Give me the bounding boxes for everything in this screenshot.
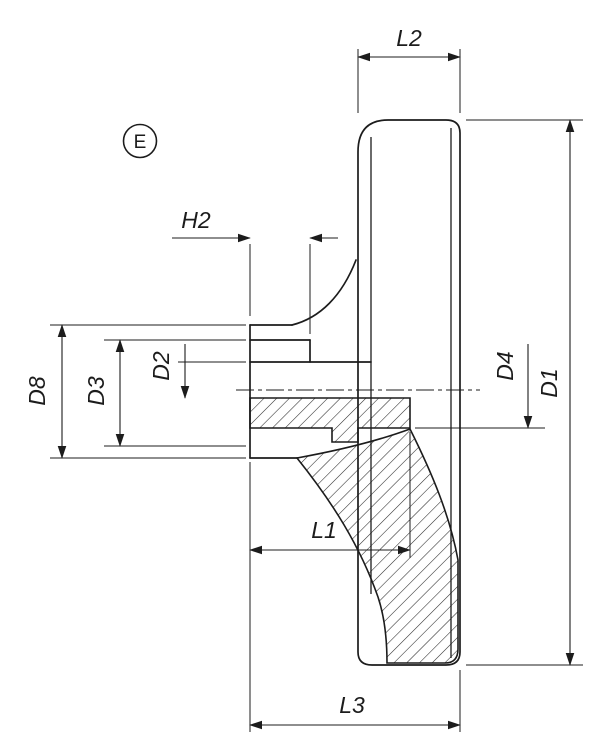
dim-label-d1: D1 bbox=[536, 368, 562, 397]
hub-section-hatch bbox=[249, 397, 411, 443]
dim-label-d8: D8 bbox=[24, 376, 50, 406]
dim-label-l3: L3 bbox=[339, 692, 365, 718]
dim-l1: L1 bbox=[249, 432, 411, 558]
dim-label-d4: D4 bbox=[492, 351, 518, 380]
dim-label-l2: L2 bbox=[396, 25, 422, 51]
dim-d2: D2 bbox=[148, 344, 246, 399]
dim-label-d2: D2 bbox=[148, 351, 174, 381]
position-marker-label: E bbox=[134, 132, 147, 153]
position-marker-e: E bbox=[122, 123, 158, 159]
web-curve bbox=[291, 259, 357, 326]
spoke-rim-section-hatch bbox=[295, 428, 459, 664]
dim-l3: L3 bbox=[249, 462, 461, 732]
dim-h2: H2 bbox=[172, 207, 338, 334]
section-hatch-regions bbox=[249, 397, 459, 664]
rim-outline bbox=[357, 119, 461, 666]
dim-d3: D3 bbox=[83, 339, 246, 447]
dim-label-d3: D3 bbox=[83, 376, 109, 406]
dim-label-h2: H2 bbox=[181, 207, 211, 233]
dim-l2: L2 bbox=[357, 25, 461, 113]
dim-d8: D8 bbox=[24, 324, 246, 459]
dim-label-l1: L1 bbox=[311, 517, 337, 543]
dim-d1: D1 bbox=[466, 119, 583, 666]
wheel-profile bbox=[236, 119, 480, 666]
position-marker-circle bbox=[122, 123, 158, 159]
dim-d4: D4 bbox=[415, 344, 545, 429]
